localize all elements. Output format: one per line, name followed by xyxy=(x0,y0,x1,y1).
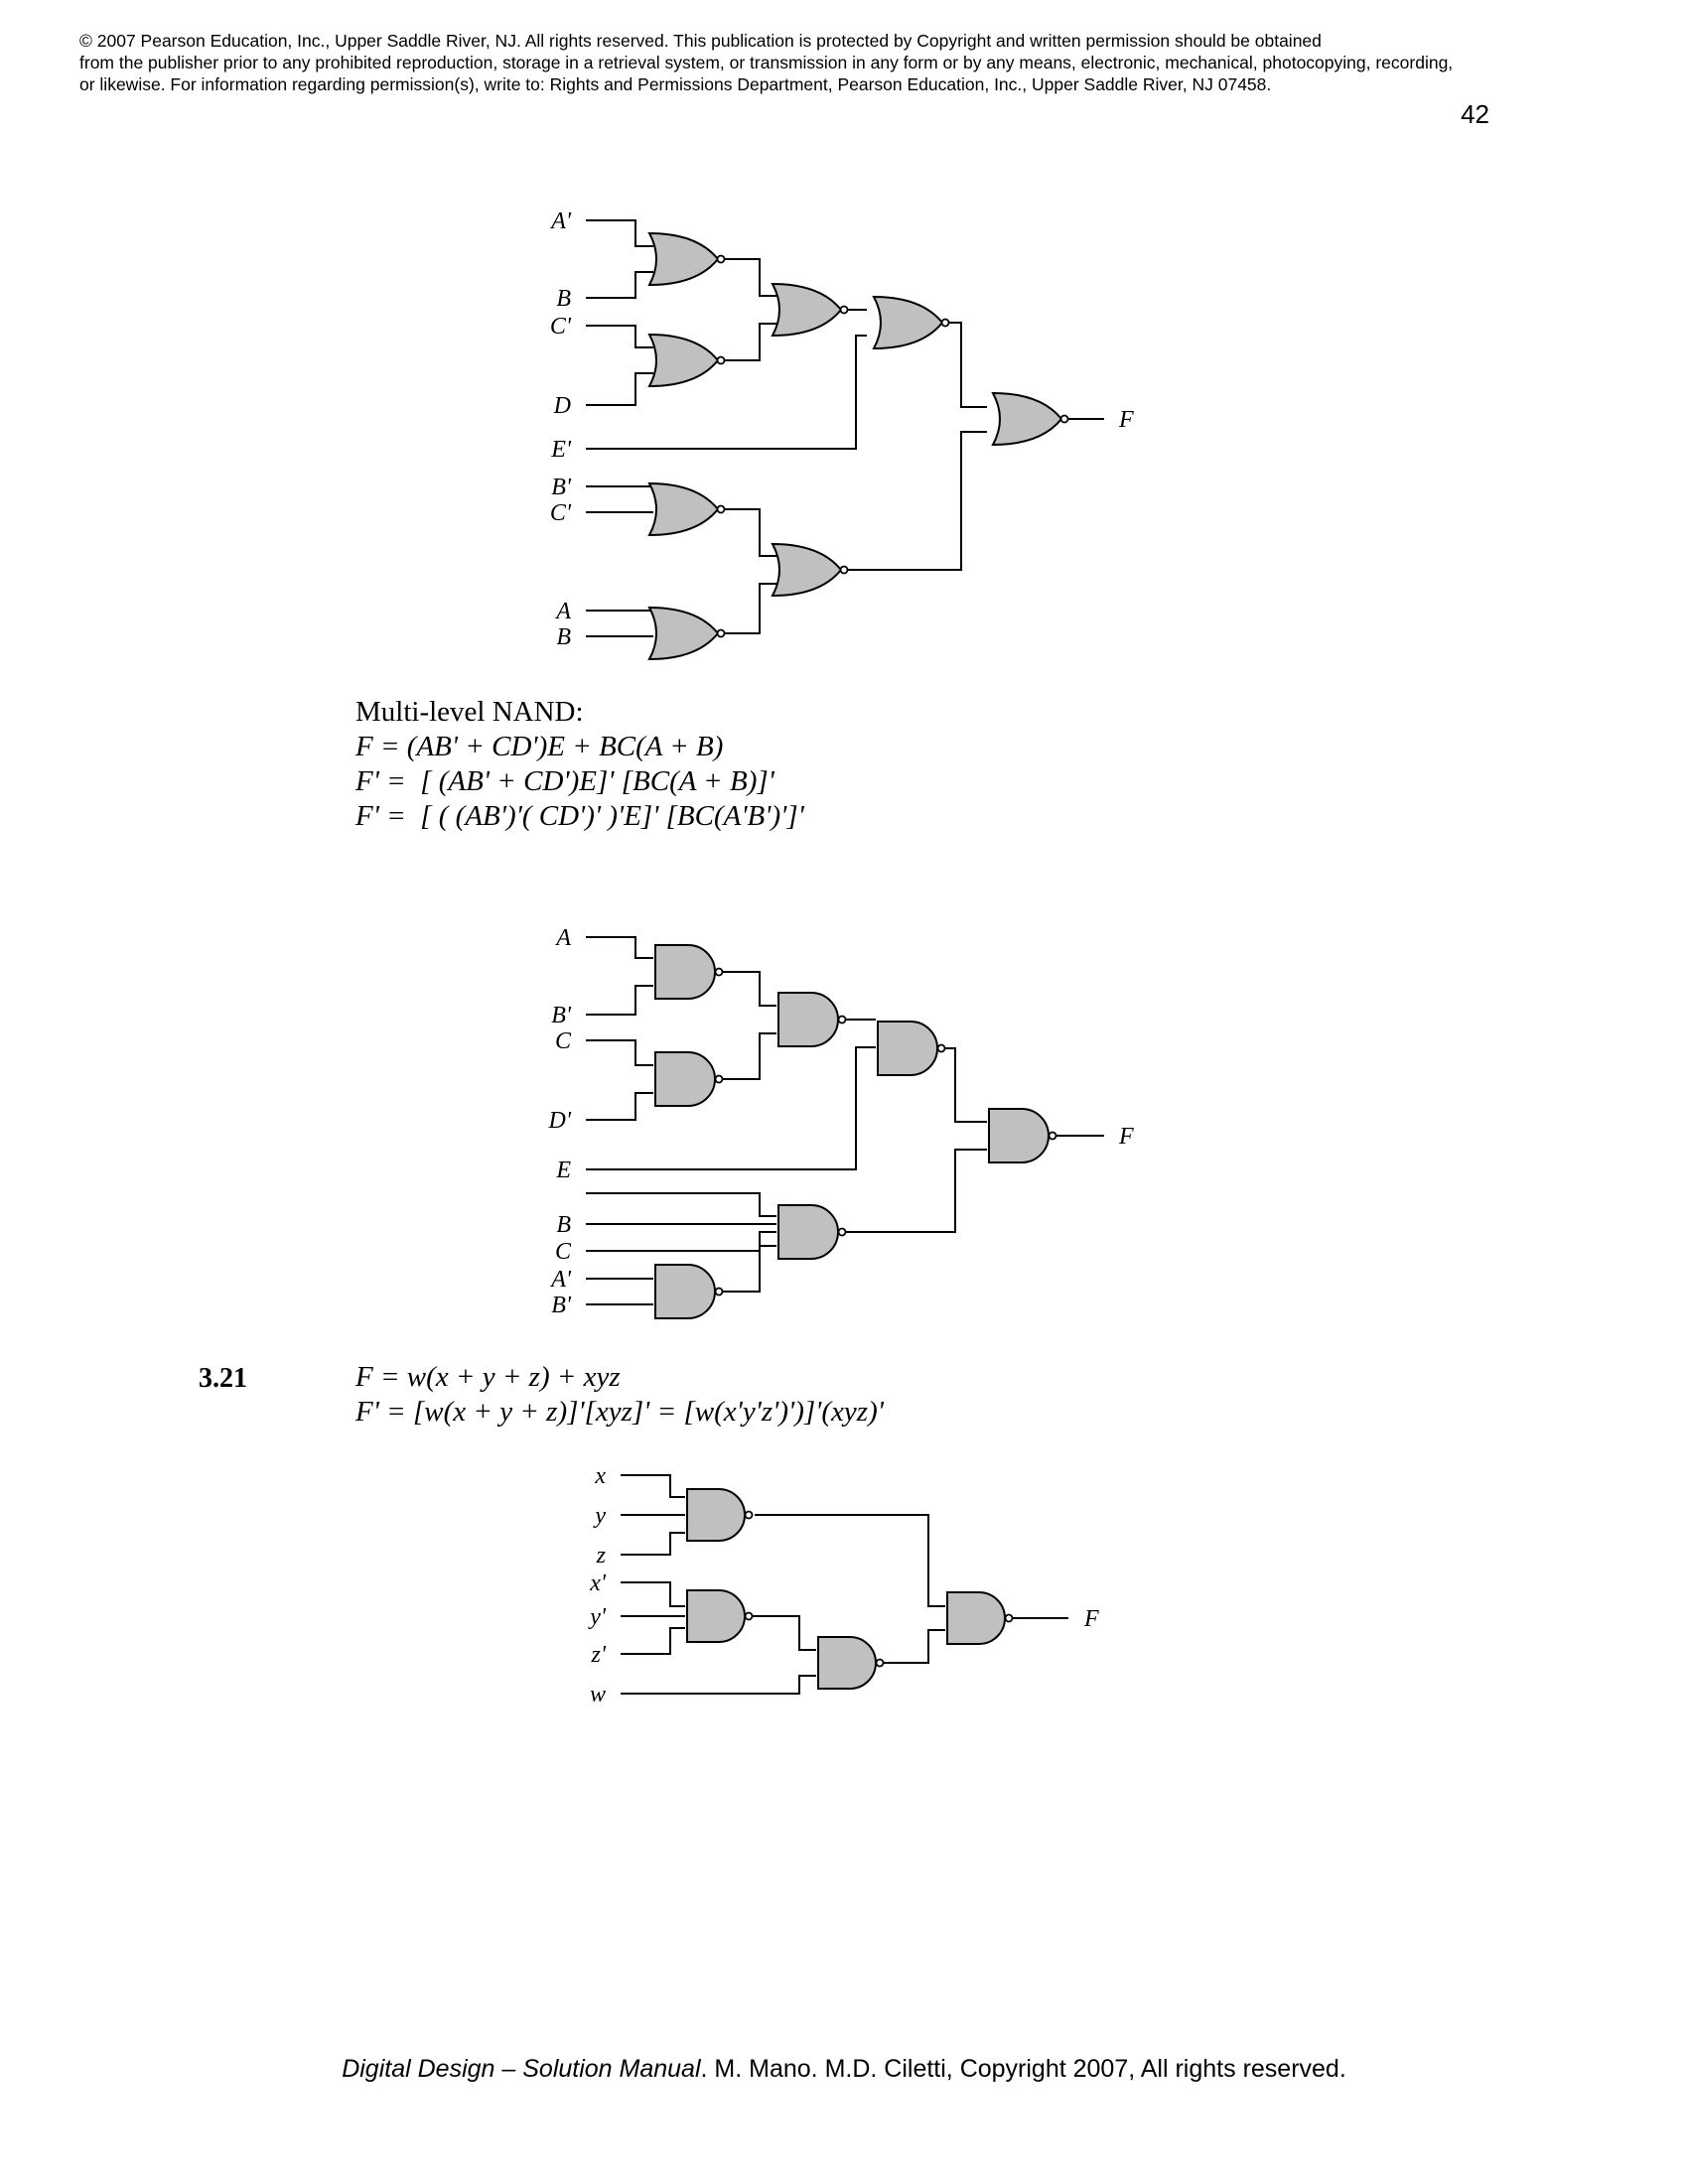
nor-input-labels: A' B C' D E' B' C' A B xyxy=(549,208,572,650)
nand-wires xyxy=(586,936,1104,1305)
nand-gate-4 xyxy=(877,1021,946,1076)
or-gate-6 xyxy=(647,606,726,661)
input-label: A' xyxy=(549,208,572,234)
nand-circuit-diagram: A B' C D' E B C A' B' F xyxy=(548,925,1134,1319)
or-gate-3 xyxy=(771,282,849,338)
or-gate-2 xyxy=(647,333,726,388)
problem-equations: F = w(x + y + z) + xyz F' = [w(x + y + z… xyxy=(355,1360,884,1430)
nand-gate-final xyxy=(946,1591,1014,1645)
circuit-3-wires xyxy=(621,1474,1068,1695)
input-label: x xyxy=(594,1463,606,1489)
input-label: z' xyxy=(591,1642,607,1668)
nand-gate-3 xyxy=(777,992,847,1047)
nand-gate-1 xyxy=(654,944,724,1000)
nand-gate-2 xyxy=(654,1051,724,1107)
output-label: F xyxy=(1083,1606,1099,1632)
input-label: A xyxy=(554,599,571,624)
input-label: y' xyxy=(588,1604,607,1630)
input-label: B' xyxy=(551,475,572,500)
page-number: 42 xyxy=(1461,99,1489,129)
input-label: D xyxy=(553,393,571,419)
problem-number: 3.21 xyxy=(199,1363,247,1394)
input-label: E' xyxy=(550,437,572,463)
or-gate-4 xyxy=(872,295,950,350)
or-gate-7 xyxy=(771,542,849,598)
equation: F' = [ (AB' + CD')E]' [BC(A + B)]' xyxy=(355,765,774,797)
input-label: B xyxy=(556,624,571,650)
or-gate-5 xyxy=(647,481,726,537)
copyright-line: from the publisher prior to any prohibit… xyxy=(79,53,1454,72)
section-heading: Multi-level NAND: xyxy=(355,696,584,728)
input-label: y xyxy=(593,1503,606,1529)
nand-gate-5 xyxy=(777,1204,847,1260)
input-label: z xyxy=(596,1543,607,1569)
equation: F = (AB' + CD')E + BC(A + B) xyxy=(355,731,724,762)
circuit-3-input-labels: x y z x' y' z' w xyxy=(588,1463,607,1707)
equation: F = w(x + y + z) + xyz xyxy=(355,1361,621,1393)
copyright-notice: © 2007 Pearson Education, Inc., Upper Sa… xyxy=(79,30,1628,95)
input-label: E xyxy=(555,1158,571,1183)
nor-wires xyxy=(586,219,1104,637)
input-label: C' xyxy=(550,314,572,340)
output-label: F xyxy=(1118,407,1134,433)
nand-gate-w xyxy=(817,1636,885,1690)
input-label: C' xyxy=(550,500,572,526)
or-gate-output xyxy=(991,391,1069,447)
input-label: w xyxy=(590,1682,606,1707)
nand-gate-xyz xyxy=(686,1488,754,1542)
nor-circuit-diagram: A' B C' D E' B' C' A B F xyxy=(549,208,1134,661)
footer-credit: . M. Mano. M.D. Ciletti, Copyright 2007,… xyxy=(700,2055,1346,2083)
input-label: C xyxy=(555,1028,572,1054)
input-label: B' xyxy=(551,1003,572,1028)
equation: F' = [w(x + y + z)]'[xyz]' = [w(x'y'z')'… xyxy=(355,1396,884,1428)
input-label: A' xyxy=(549,1267,572,1293)
input-label: x' xyxy=(589,1570,607,1596)
input-label: C xyxy=(555,1239,572,1265)
copyright-line: or likewise. For information regarding p… xyxy=(79,74,1272,94)
or-gate-1 xyxy=(647,231,726,287)
input-label: B xyxy=(556,1212,571,1238)
copyright-line: © 2007 Pearson Education, Inc., Upper Sa… xyxy=(79,31,1322,51)
page-footer: Digital Design – Solution Manual. M. Man… xyxy=(0,2055,1688,2084)
input-label: B xyxy=(556,286,571,312)
input-label: A xyxy=(554,925,571,951)
nand-circuit-3-diagram: x y z x' y' z' w F xyxy=(588,1463,1099,1707)
nand-input-labels: A B' C D' E B C A' B' xyxy=(548,925,572,1318)
equation: F' = [ ( (AB')'( CD')' )'E]' [BC(A'B')']… xyxy=(355,800,804,832)
nand-equations: Multi-level NAND: F = (AB' + CD')E + BC(… xyxy=(355,695,804,834)
footer-title: Digital Design – Solution Manual xyxy=(342,2055,701,2083)
nand-gate-output xyxy=(988,1108,1057,1163)
input-label: D' xyxy=(548,1108,572,1134)
output-label: F xyxy=(1118,1124,1134,1150)
nand-gate-complement xyxy=(686,1589,754,1643)
input-label: B' xyxy=(551,1293,572,1318)
nand-gate-6 xyxy=(654,1264,724,1319)
